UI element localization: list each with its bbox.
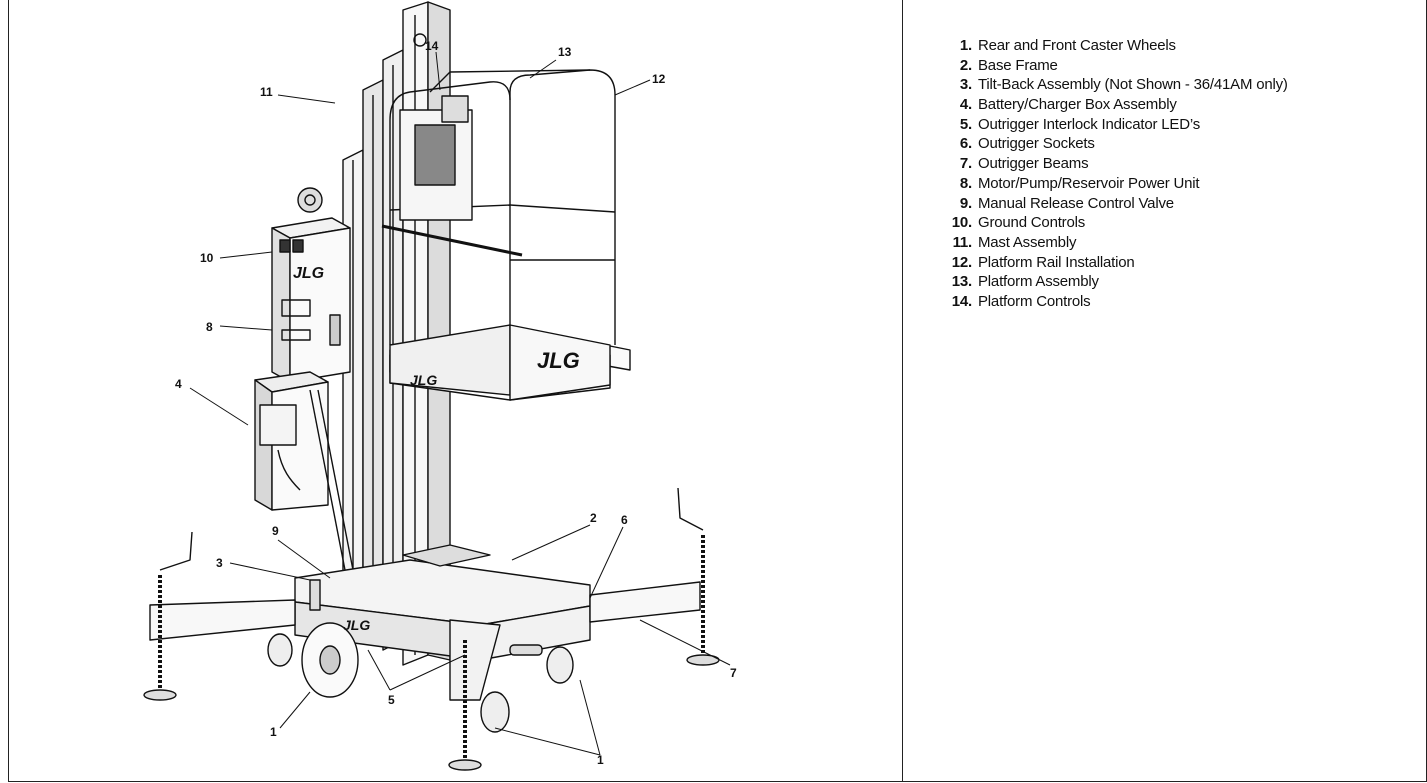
legend-item: 9. Manual Release Control Valve [940, 195, 1420, 215]
legend-number: 11. [952, 233, 973, 251]
legend-number: 9. [959, 194, 972, 212]
legend-number: 14. [951, 292, 972, 310]
legend-number: 8. [959, 174, 972, 192]
legend-label: Outrigger Sockets [978, 135, 1095, 153]
legend-label: Platform Assembly [978, 273, 1099, 291]
legend-item: 13. Platform Assembly [940, 273, 1420, 293]
legend-item: 11. Mast Assembly [940, 234, 1420, 254]
lift-illustration: JLG JLG JLG JLG 1 1 [10, 0, 900, 780]
callout-2: 2 [590, 511, 597, 525]
platform-logo-right: JLG [537, 348, 580, 373]
legend-item: 1. Rear and Front Caster Wheels [940, 37, 1420, 57]
battery-charger-box [254, 371, 329, 511]
legend-item: 10. Ground Controls [940, 214, 1420, 234]
legend-number: 7. [959, 155, 972, 173]
callout-10: 10 [200, 251, 214, 265]
legend-item: 6. Outrigger Sockets [940, 135, 1420, 155]
legend-label: Tilt-Back Assembly (Not Shown - 36/41AM … [978, 76, 1288, 94]
legend-number: 13. [951, 273, 972, 291]
legend-item: 8. Motor/Pump/Reservoir Power Unit [940, 175, 1420, 195]
legend-number: 5. [959, 115, 972, 133]
legend-number: 10. [951, 214, 972, 232]
legend-item: 4. Battery/Charger Box Assembly [940, 96, 1420, 116]
callout-6: 6 [621, 513, 628, 527]
callout-14: 14 [425, 39, 439, 53]
legend-number: 12. [951, 253, 972, 271]
legend-label: Platform Rail Installation [978, 253, 1135, 271]
legend-label: Platform Controls [978, 292, 1091, 310]
legend-item: 14. Platform Controls [940, 293, 1420, 313]
platform-logo-left: JLG [410, 372, 437, 388]
callout-7: 7 [730, 666, 737, 680]
legend-item: 2. Base Frame [940, 57, 1420, 77]
legend-number: 3. [959, 76, 972, 94]
callout-3: 3 [216, 556, 223, 570]
outrigger-beams [149, 579, 701, 701]
column-divider [902, 0, 903, 782]
callout-11: 11 [260, 85, 273, 99]
legend-label: Manual Release Control Valve [978, 194, 1174, 212]
legend-item: 12. Platform Rail Installation [940, 254, 1420, 274]
callout-8: 8 [206, 320, 213, 334]
callout-13: 13 [558, 45, 572, 59]
ground-box-logo: JLG [293, 265, 324, 282]
legend-label: Outrigger Beams [978, 155, 1089, 173]
legend-label: Outrigger Interlock Indicator LED’s [978, 115, 1200, 133]
legend-label: Base Frame [978, 56, 1058, 74]
legend-label: Mast Assembly [978, 233, 1077, 251]
platform [381, 69, 631, 401]
callout-1a: 1 [270, 725, 277, 739]
legend-item: 3. Tilt-Back Assembly (Not Shown - 36/41A… [940, 76, 1420, 96]
callout-5: 5 [388, 693, 395, 707]
legend-item: 7. Outrigger Beams [940, 155, 1420, 175]
legend-number: 6. [959, 135, 972, 153]
legend-label: Battery/Charger Box Assembly [978, 96, 1177, 114]
legend-label: Rear and Front Caster Wheels [978, 37, 1176, 54]
callout-9: 9 [272, 524, 279, 538]
callout-1b: 1 [597, 753, 604, 767]
callout-4: 4 [175, 377, 182, 391]
legend-label: Ground Controls [978, 214, 1086, 232]
lift-drawing: JLG JLG JLG JLG 1 1 [143, 1, 737, 771]
legend-number: 4. [959, 96, 972, 114]
ground-control-box [271, 217, 351, 383]
legend-number: 1. [959, 37, 972, 54]
base-logo: JLG [343, 617, 370, 633]
parts-legend: 1. Rear and Front Caster Wheels 2. Base Fr… [940, 37, 1420, 313]
legend-label: Motor/Pump/Reservoir Power Unit [978, 174, 1200, 192]
callout-12: 12 [652, 72, 666, 86]
legend-item: 5. Outrigger Interlock Indicator LED’s [940, 116, 1420, 136]
leader-lines [189, 51, 731, 756]
caster-wheels [267, 622, 574, 733]
legend-number: 2. [959, 56, 972, 74]
